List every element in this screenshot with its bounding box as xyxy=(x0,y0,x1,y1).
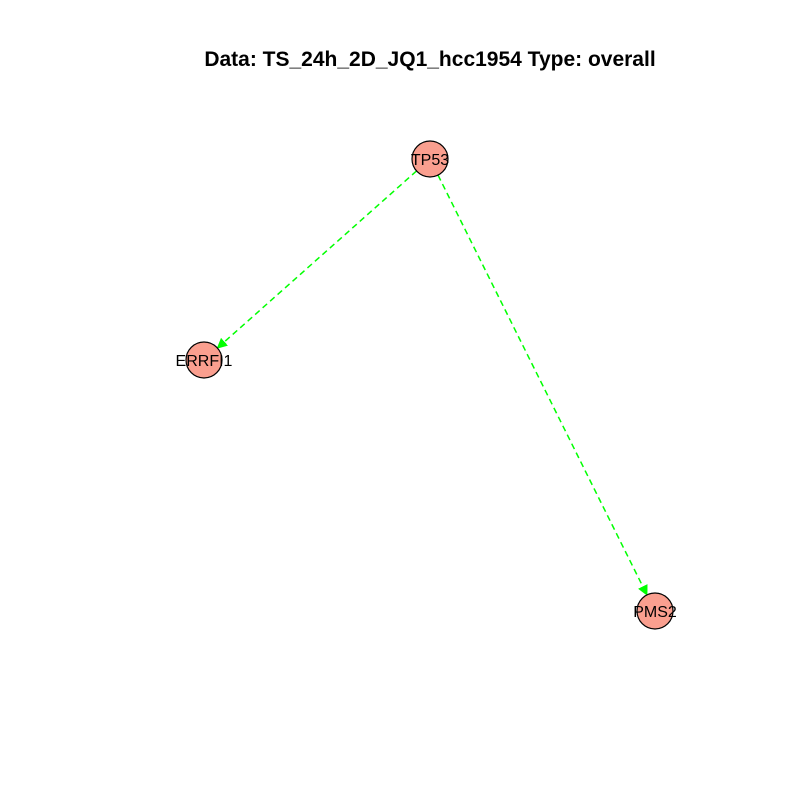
edge-tp53-to-errfi1 xyxy=(216,170,418,349)
node-circle xyxy=(411,140,449,178)
node-label: PMS2 xyxy=(633,604,677,621)
node-tp53: TP53 xyxy=(411,140,449,178)
node-circle xyxy=(185,341,223,379)
node-errfi1: ERRFI1 xyxy=(176,341,233,379)
node-label: ERRFI1 xyxy=(176,353,233,370)
plot-title: Data: TS_24h_2D_JQ1_hcc1954 Type: overal… xyxy=(204,48,656,71)
node-circle xyxy=(636,592,674,630)
edge-tp53-to-pms2 xyxy=(437,174,648,596)
edge-layer xyxy=(216,170,648,596)
node-pms2: PMS2 xyxy=(633,592,677,630)
node-label: TP53 xyxy=(411,152,449,169)
